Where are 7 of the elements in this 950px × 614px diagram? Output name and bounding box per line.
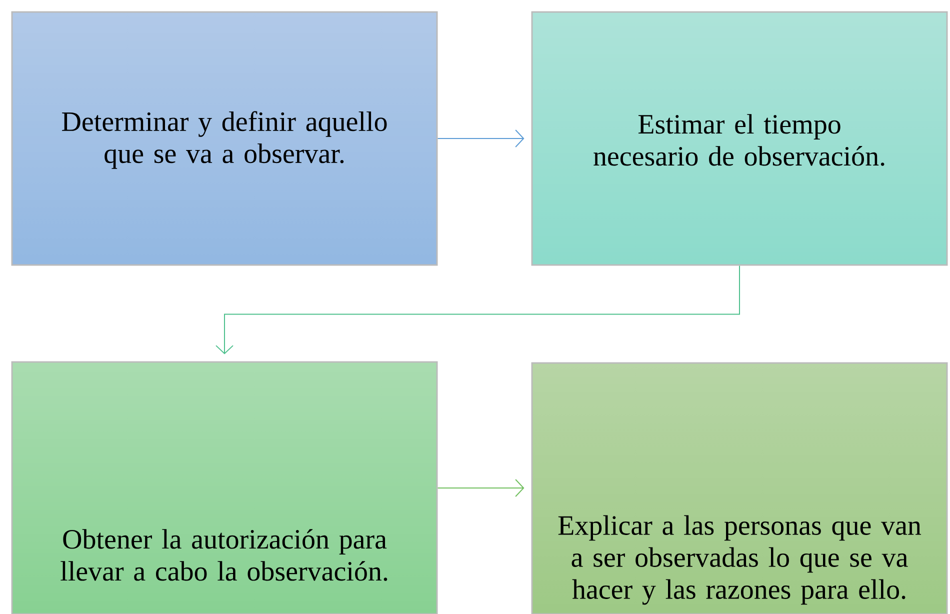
process-box: Explicar a las personas que van a ser observadas lo que se va hacer y las razones para ello. <box>531 362 948 614</box>
process-box: Obtener la autorización para llevar a cabo la observación. <box>11 361 438 614</box>
arrow <box>216 265 740 354</box>
arrow <box>437 130 524 148</box>
process-box: Determinar y definir aquello que se va a observar. <box>11 11 438 266</box>
process-box: Estimar el tiempo necesario de observación. <box>531 11 948 266</box>
arrow <box>437 479 524 497</box>
